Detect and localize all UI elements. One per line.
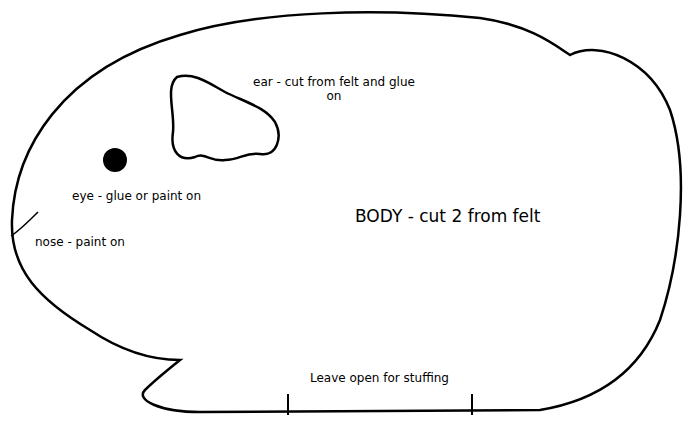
opening-note: Leave open for stuffing — [310, 371, 449, 385]
nose-note: nose - paint on — [35, 235, 125, 249]
ear-piece: ear - cut from felt and glue on — [165, 72, 280, 164]
body-piece-edge — [12, 12, 681, 412]
eye-dot — [103, 148, 127, 172]
ear-note: ear - cut from felt and glue on — [250, 75, 418, 104]
nose-line — [11, 212, 38, 236]
piece-title: BODY - cut 2 from felt — [355, 206, 540, 226]
opening-mark — [471, 394, 473, 415]
eye-note: eye - glue or paint on — [72, 189, 201, 203]
